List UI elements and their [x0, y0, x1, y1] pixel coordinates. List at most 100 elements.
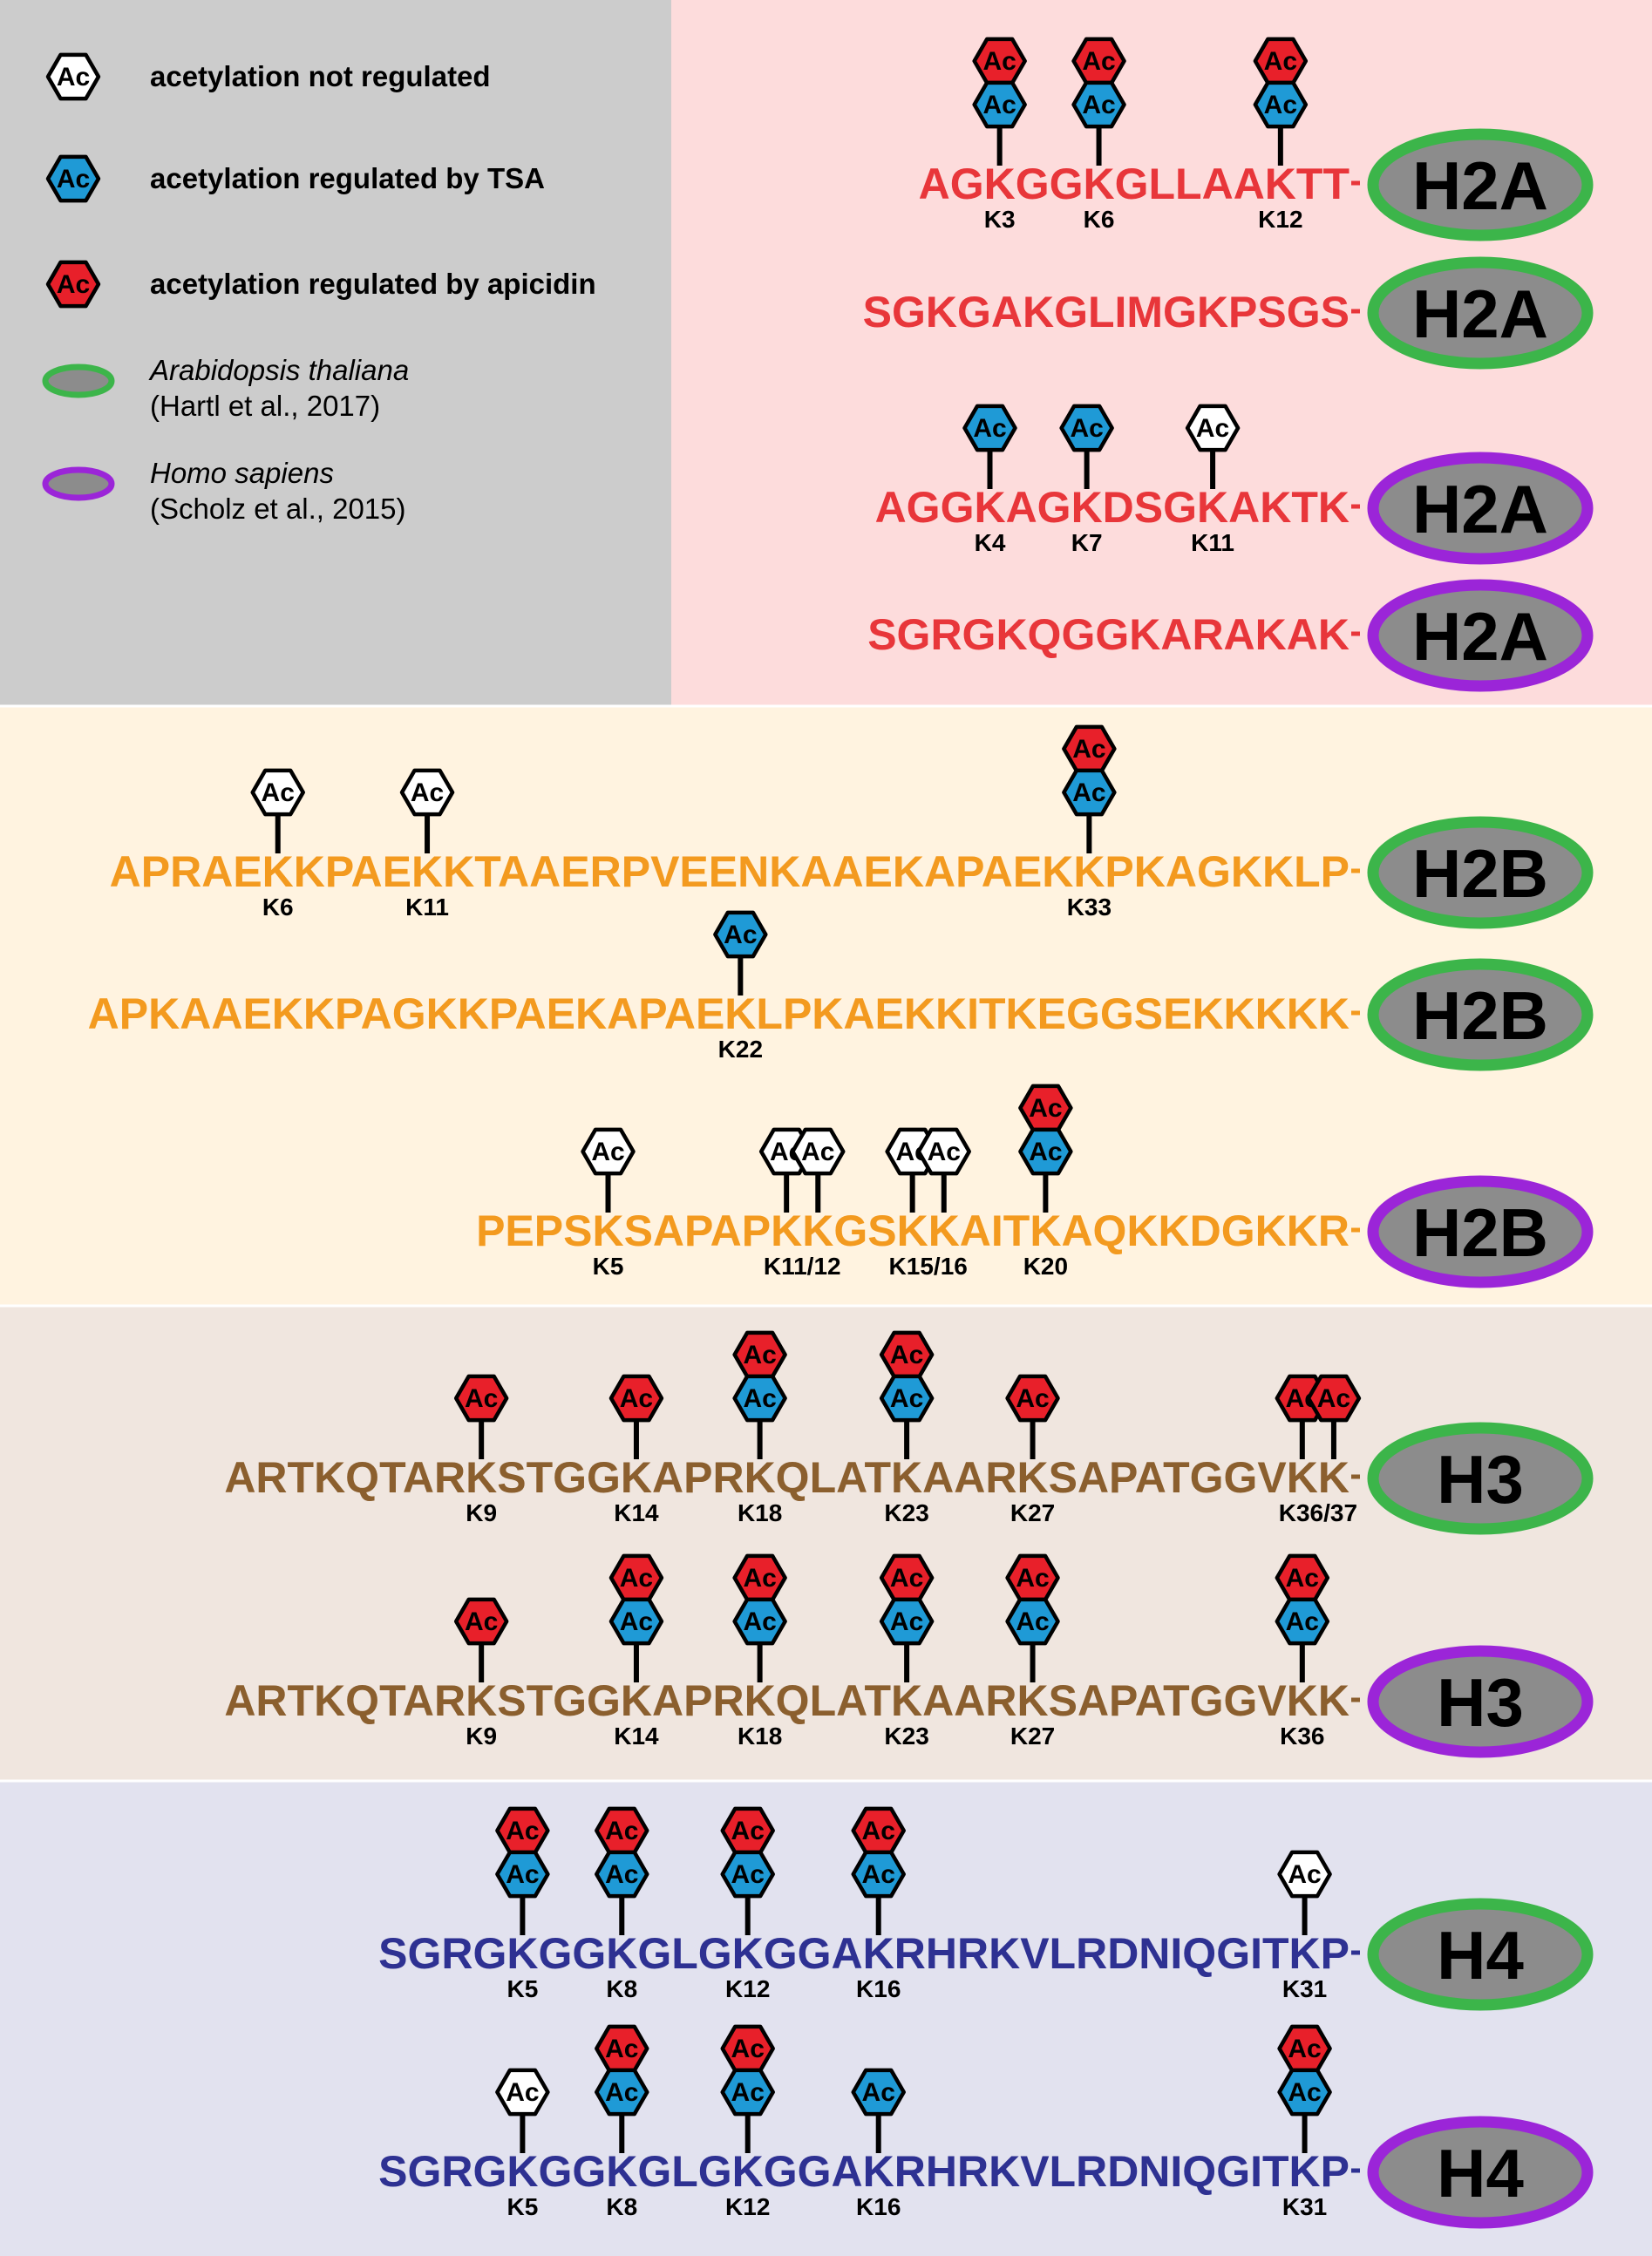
- tsa-acetyl-hexagon-icon: Ac: [595, 2068, 649, 2117]
- site-label: K16: [856, 2193, 901, 2220]
- sequence-text: APRAEKKPAEKKTAAERPVEENKAAEKAPAEKKPKAGKKL…: [110, 847, 1349, 896]
- unregulated-acetyl-hexagon-icon: Ac: [791, 1127, 846, 1176]
- tsa-acetyl-hexagon-icon: Ac: [1005, 1597, 1060, 1646]
- human-oval-icon: [42, 466, 115, 501]
- legend-label: acetylation not regulated: [150, 60, 491, 92]
- site-label: K5: [593, 1253, 624, 1280]
- ac-text: Ac: [1029, 1094, 1062, 1123]
- tsa-acetyl-hexagon-icon: Ac: [720, 2068, 775, 2117]
- site-label: K31: [1282, 2193, 1327, 2220]
- apicidin-acetyl-hexagon-icon: Ac: [1306, 1374, 1362, 1423]
- ac-text: Ac: [605, 1817, 638, 1845]
- hexagon-shape: [1277, 2068, 1332, 2117]
- legend-item: Ac acetylation regulated by apicidin: [45, 260, 596, 309]
- unregulated-acetyl-hexagon-icon: Ac: [399, 768, 455, 817]
- ac-text: Ac: [605, 2035, 638, 2063]
- site-label: K18: [738, 1723, 782, 1750]
- site-label: K11/12: [764, 1253, 841, 1280]
- hexagon-shape: [581, 1127, 636, 1176]
- tsa-acetyl-hexagon-icon: Ac: [595, 1850, 649, 1899]
- apicidin-acetyl-hexagon-icon: Ac: [1018, 1084, 1073, 1132]
- legend-background: [0, 0, 671, 706]
- tsa-acetyl-hexagon-icon: Ac: [1018, 1127, 1073, 1176]
- hexagon-shape: [720, 2068, 775, 2117]
- ac-text: Ac: [731, 1817, 765, 1845]
- ac-text: Ac: [605, 1860, 638, 1889]
- apicidin-acetyl-hexagon-icon: Ac: [608, 1553, 664, 1602]
- legend-citation: (Hartl et al., 2017): [150, 390, 380, 422]
- hexagon-shape: [1185, 404, 1241, 452]
- ac-text: Ac: [620, 1607, 653, 1636]
- ac-text: Ac: [591, 1138, 624, 1166]
- sequence-text: SGRGKGGKGLGKGGAKRHRKVLRDNIQGITKP: [378, 1929, 1349, 1978]
- site-label: K4: [975, 529, 1006, 556]
- site-label: K5: [506, 2193, 538, 2220]
- ac-text: Ac: [743, 1607, 776, 1636]
- apicidin-acetyl-hexagon-icon: Ac: [720, 2024, 775, 2073]
- unregulated-acetyl-hexagon-icon: Ac: [1277, 1850, 1332, 1899]
- apicidin-hexagon-icon: Ac: [45, 260, 101, 309]
- ac-text: Ac: [890, 1607, 923, 1636]
- ac-text: Ac: [465, 1384, 498, 1413]
- site-label: K36/37: [1279, 1499, 1357, 1526]
- human-histone-oval: [1367, 2116, 1594, 2229]
- ac-text: Ac: [862, 2078, 895, 2107]
- ac-text: Ac: [743, 1341, 776, 1369]
- ac-text: Ac: [1072, 735, 1105, 764]
- ac-text: Ac: [1082, 91, 1115, 119]
- apicidin-acetyl-hexagon-icon: Ac: [453, 1597, 509, 1646]
- ac-text: Ac: [262, 778, 295, 807]
- hexagon-shape: [972, 80, 1027, 129]
- unregulated-acetyl-hexagon-icon: Ac: [916, 1127, 971, 1176]
- site-label: K12: [1258, 206, 1302, 233]
- legend-species: Arabidopsis thaliana: [148, 354, 409, 386]
- site-label: K3: [984, 206, 1016, 233]
- ac-text: Ac: [411, 778, 444, 807]
- arabidopsis-oval-icon: [42, 364, 115, 398]
- site-label: K5: [506, 1975, 538, 2002]
- apicidin-acetyl-hexagon-icon: Ac: [851, 1806, 906, 1855]
- apicidin-acetyl-hexagon-icon: Ac: [732, 1330, 787, 1379]
- hexagon-shape: [713, 910, 768, 959]
- histone-name: H4: [1437, 1917, 1524, 1994]
- tsa-acetyl-hexagon-icon: Ac: [608, 1597, 664, 1646]
- hexagon-shape: [1275, 1597, 1330, 1646]
- histone-name: H2A: [1412, 275, 1548, 352]
- sequence-text: PEPSKSAPAPKKGSKKAITKAQKKDGKKR: [476, 1206, 1349, 1255]
- ac-text: Ac: [1288, 1860, 1321, 1889]
- arabidopsis-histone-oval: [1367, 958, 1594, 1071]
- hexagon-shape: [399, 768, 455, 817]
- site-label: K18: [738, 1499, 782, 1526]
- tsa-acetyl-hexagon-icon: Ac: [879, 1597, 935, 1646]
- legend-species: Homo sapiens: [150, 457, 334, 489]
- ac-text: Ac: [1264, 47, 1297, 76]
- histone-name: H2B: [1412, 977, 1548, 1054]
- legend-label: acetylation regulated by apicidin: [150, 268, 596, 300]
- ac-text: Ac: [862, 1860, 895, 1889]
- hexagon-shape: [879, 1374, 935, 1423]
- unregulated-acetyl-hexagon-icon: Ac: [581, 1127, 636, 1176]
- hexagon-shape: [1277, 1850, 1332, 1899]
- apicidin-acetyl-hexagon-icon: Ac: [1275, 1553, 1330, 1602]
